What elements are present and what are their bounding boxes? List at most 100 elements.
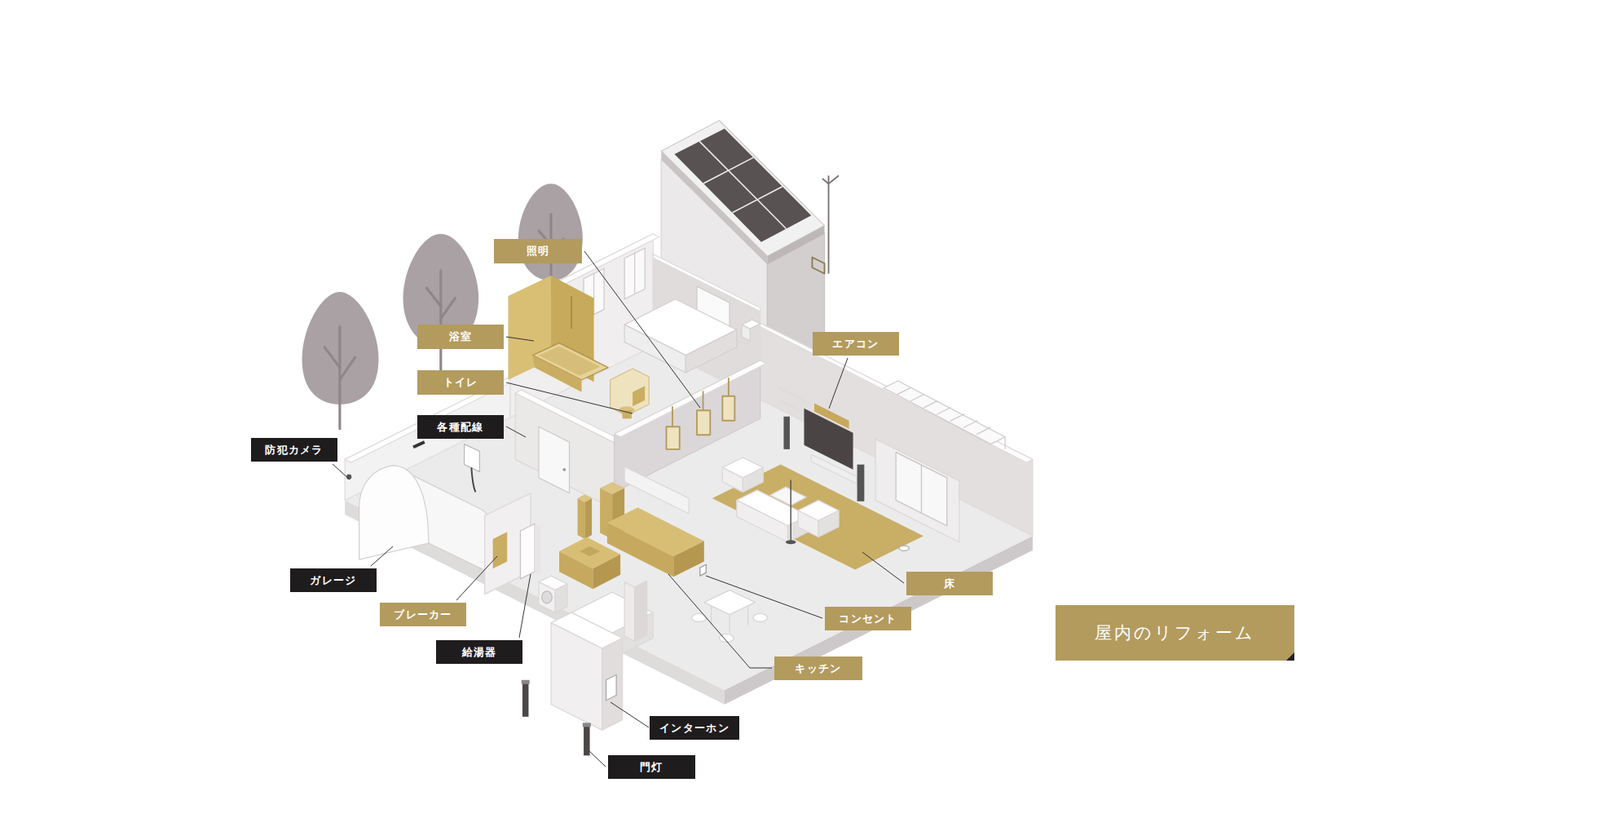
terrace [895,452,948,526]
garage-light [413,441,425,447]
sofa [818,510,839,538]
terrace [883,380,1005,445]
gate-light [582,722,591,727]
door-knob [562,467,566,472]
callout-label: 各種配線 [436,419,484,435]
callout-box: ガレージ [290,568,377,592]
sofa [736,499,789,542]
window [624,247,645,300]
pendant-lamp [696,409,710,435]
back-wall [760,322,1033,463]
title-text: 屋内のリフォーム [1094,621,1256,644]
washing-machine [538,581,556,613]
kitchen [584,498,592,539]
pendant-lamp [671,405,674,427]
leader-line [506,426,526,437]
gate-light [522,681,529,717]
callout-box: 各種配線 [417,414,504,439]
sofa [770,486,807,506]
callout-label: 門灯 [639,759,664,775]
callout-box: 給湯器 [436,639,523,664]
gate-light [583,724,591,756]
dining-set [747,606,749,626]
callout-label: 給湯器 [462,644,498,660]
tv-stand [811,453,857,484]
leader-line [705,575,823,618]
solar-panel [699,141,786,229]
leader-line [862,551,904,583]
dining-set [692,590,768,643]
terrace [936,407,952,415]
terrace [923,400,939,408]
callout-label: ブレーカー [393,607,453,622]
tree-trunk [439,270,442,370]
water-heater [534,523,542,575]
callout-box: エアコン [812,331,900,356]
garage [359,465,429,560]
callout-label: 照明 [526,243,551,259]
callout-label: コンセント [838,611,898,626]
kitchen [577,498,586,539]
solar-panel [731,186,782,213]
leader-line [589,750,606,767]
pendant-lamp [665,377,735,450]
title-panel: 屋内のリフォーム [1055,604,1295,661]
antenna [812,256,825,274]
antenna [812,175,840,274]
callout-label: インターホン [659,720,730,736]
water-heater [520,523,535,579]
callout-box: トイレ [417,370,504,395]
floor-lamp [789,479,792,541]
washing-machine [555,583,568,613]
tree-trunk [324,347,340,368]
garage [359,465,495,572]
leader-line [370,546,393,566]
breaker [493,531,508,569]
terrace [963,420,979,428]
terrace [910,393,926,402]
wiring-panel [471,467,476,492]
wall-cabinet [624,466,689,514]
floor-lamp [785,539,797,544]
solar-panel [703,157,754,184]
floor-lamp [785,479,797,544]
back-wall [344,233,1033,537]
shelf [778,397,807,415]
terrace [875,380,1005,543]
washing-machine [542,590,553,604]
wiring-panel [464,444,481,493]
toilet [610,368,650,416]
bathroom [570,295,573,329]
antenna [822,178,829,184]
callout-box: キッチン [774,656,863,680]
pendant-lamp [722,396,735,421]
leader-line [506,336,534,341]
dining-set [753,612,768,622]
leader-line [584,251,701,408]
pendant-lamp [702,390,705,410]
callout-box: ブレーカー [379,602,467,626]
terrace [875,438,960,542]
tree-trunk [426,287,441,307]
floor-slab [724,535,1033,705]
callout-label: 防犯カメラ [264,442,324,458]
leader-line [519,573,531,638]
pendant-lamp [727,377,730,397]
window [634,252,635,294]
bathroom [532,355,582,393]
entrance [602,637,623,730]
tree-trunk [440,298,456,319]
gate-light [521,679,530,684]
callout-label: エアコン [832,336,879,352]
cabinet [634,580,648,641]
gate-light [521,679,591,756]
partition-wall [614,360,767,437]
callout-box: 照明 [493,238,582,264]
leader-line [668,573,772,668]
entrance [550,612,623,730]
sofa [742,467,763,492]
callout-box: 浴室 [417,324,504,349]
sofa [722,457,839,543]
